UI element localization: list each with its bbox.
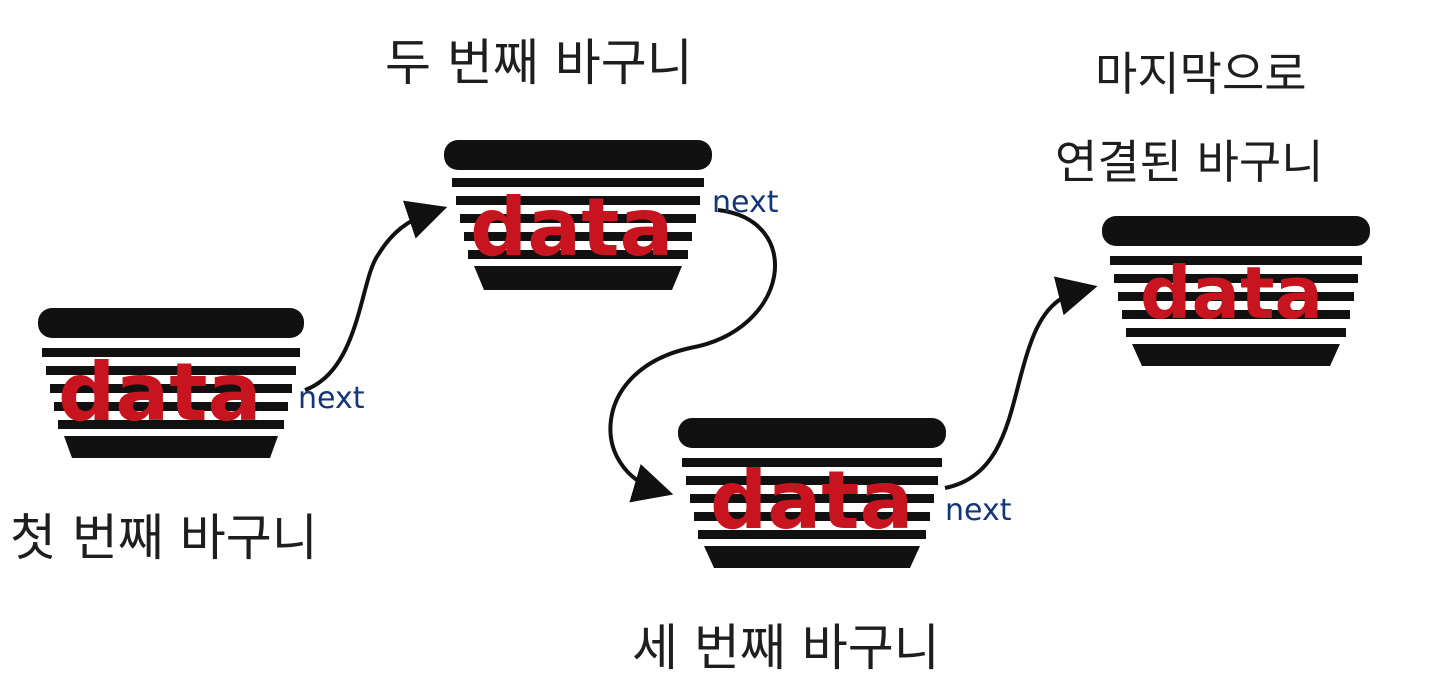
arrow-basket-1-to-basket-2: [304, 200, 448, 392]
basket-2-data-label: data: [470, 181, 673, 274]
basket-1-data-label: data: [58, 346, 261, 439]
basket-1-graphic: [38, 308, 304, 458]
basket-3-graphic: [678, 418, 946, 568]
arrow-basket-3-to-basket-4: [944, 276, 1098, 490]
arrow-basket-2-to-basket-3: [608, 208, 778, 503]
basket-4-title-line-1: 마지막으로: [1095, 47, 1307, 101]
basket-2-next-label: next: [712, 185, 779, 220]
basket-node-2: 두 번째 바구니 data next: [385, 34, 779, 290]
basket-4-title-line-2: 연결된 바구니: [1055, 135, 1324, 189]
basket-3-title: 세 번째 바구니: [632, 619, 940, 677]
basket-4-data-label: data: [1140, 251, 1323, 335]
basket-1-title: 첫 번째 바구니: [10, 509, 318, 567]
basket-2-title: 두 번째 바구니: [385, 34, 693, 92]
basket-node-1: data next 첫 번째 바구니: [10, 308, 365, 567]
arrows-group: [304, 200, 1098, 503]
basket-2-graphic: [444, 140, 712, 290]
basket-4-graphic: [1102, 216, 1370, 366]
basket-3-data-label: data: [710, 454, 913, 547]
basket-1-next-label: next: [298, 381, 365, 416]
basket-node-3: data next 세 번째 바구니: [632, 418, 1012, 677]
basket-node-4: 마지막으로 연결된 바구니 data: [1055, 47, 1370, 366]
basket-3-next-label: next: [945, 493, 1012, 528]
